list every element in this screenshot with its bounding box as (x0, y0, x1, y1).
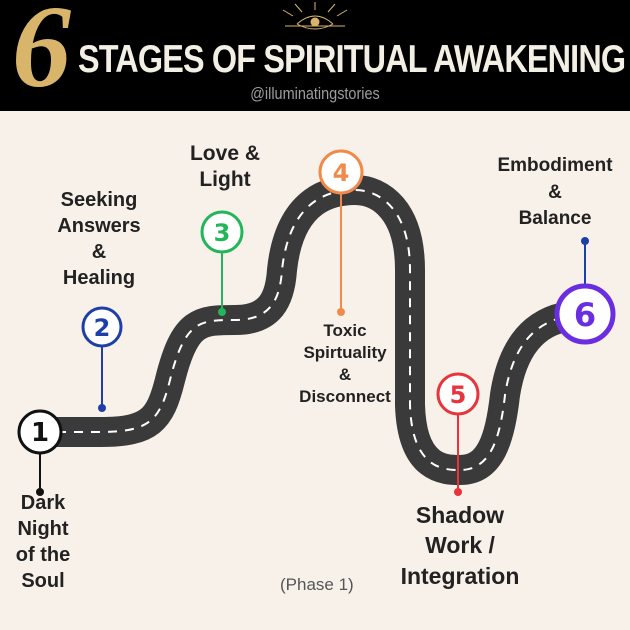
stage-label-6-line: & (548, 181, 562, 203)
stage-number-6: 6 (574, 296, 596, 334)
stage-marker-6: 6 (554, 283, 616, 345)
stage-label-5-line: Work / (425, 532, 495, 559)
stage-label-1: Dark Night of the Soul (4, 490, 82, 594)
stage-label-6: Embodiment & Balance (480, 153, 630, 233)
eye-icon (282, 2, 348, 30)
stage-label-3-line: Light (199, 168, 251, 192)
stage-label-2-line: & (91, 241, 107, 263)
stage-label-2-line: Seeking (60, 189, 138, 211)
stage-label-2-line: Answers (57, 215, 141, 237)
stage-label-4-line: Disconnect (299, 387, 391, 407)
stage-label-2: Seeking Answers & Healing (40, 187, 158, 291)
stage-label-1-line: Dark (20, 492, 66, 514)
stage-label-3: Love & Light (170, 141, 280, 194)
stage-label-5: Shadow Work / Integration (380, 500, 540, 591)
stage-label-6-line: Embodiment (497, 155, 613, 176)
big-number: 6 (12, 0, 71, 112)
stage-label-2-line: Healing (62, 267, 136, 289)
phase-label: (Phase 1) (280, 575, 354, 594)
connector-dot-4 (337, 308, 345, 316)
stage-number-1: 1 (31, 418, 49, 448)
stage-number-3: 3 (214, 219, 231, 247)
connector-dot-2 (98, 404, 106, 412)
connector-dot-3 (218, 308, 226, 316)
road-centerline (40, 188, 586, 472)
stage-label-6-line: Balance (518, 208, 592, 230)
social-handle: @illuminatingstories (250, 84, 380, 103)
stage-label-3-line: Love & (189, 142, 260, 165)
stage-marker-2: 2 (81, 306, 123, 348)
stage-label-4-line: Spirtuality (303, 343, 387, 363)
stage-number-4: 4 (333, 159, 350, 187)
connector-dot-6 (581, 237, 589, 245)
stage-label-5-line: Shadow (415, 502, 505, 528)
stage-number-5: 5 (450, 381, 467, 409)
stage-label-1-line: of the (15, 544, 71, 566)
header-banner: 6 STAGES OF SPIRITUAL AWAKENING @illumin… (0, 0, 630, 111)
connector-dot-1 (36, 488, 44, 496)
connector-dot-5 (454, 488, 462, 496)
stage-label-5-line: Integration (400, 562, 520, 589)
stage-marker-4: 4 (318, 149, 364, 195)
stage-label-4: Toxic Spirtuality & Disconnect (270, 320, 420, 408)
stage-label-4-line: Toxic (323, 321, 367, 340)
stage-label-4-line: & (338, 365, 352, 385)
stage-number-2: 2 (94, 314, 111, 342)
stage-marker-3: 3 (200, 210, 244, 254)
stage-marker-5: 5 (436, 372, 480, 416)
stage-marker-1: 1 (17, 409, 63, 455)
stage-label-1-line: Soul (21, 570, 65, 592)
stage-label-1-line: Night (17, 518, 69, 540)
